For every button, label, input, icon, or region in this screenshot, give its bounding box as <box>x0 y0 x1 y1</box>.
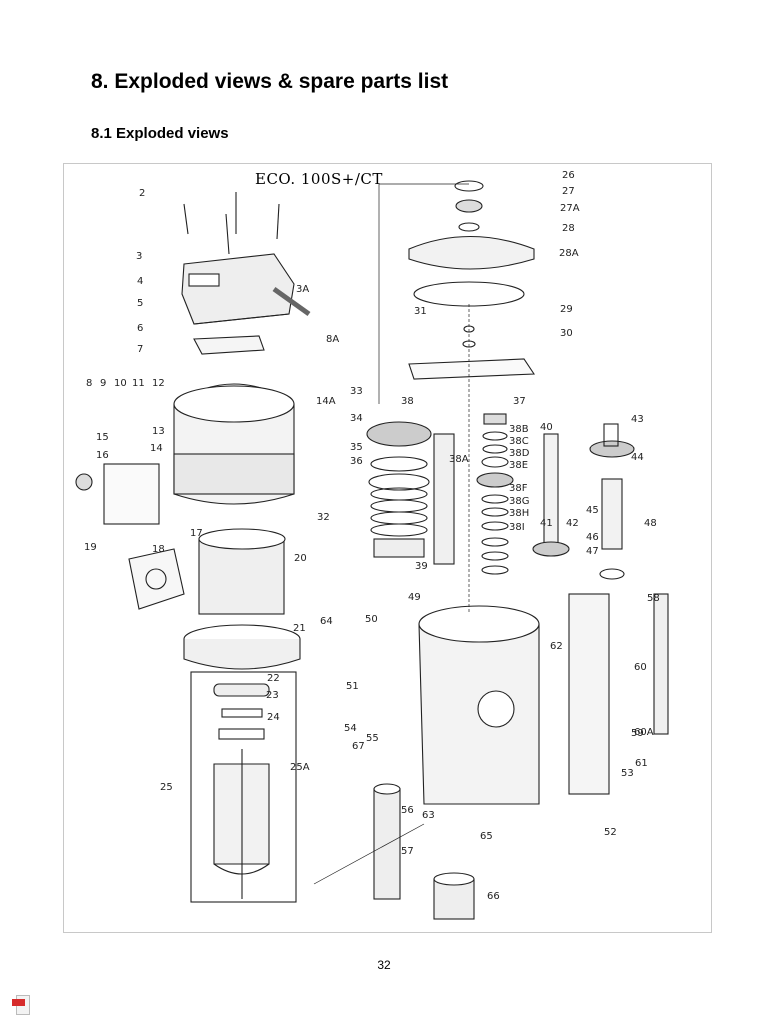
part-callout-38D: 38D <box>509 448 530 459</box>
part-callout-54: 54 <box>344 723 357 734</box>
part-callout-25A: 25A <box>290 762 310 773</box>
part-callout-26: 26 <box>562 170 575 181</box>
part-callout-38G: 38G <box>509 496 529 507</box>
part-callout-40: 40 <box>540 422 553 433</box>
part-callout-43: 43 <box>631 414 644 425</box>
part-callout-3: 3 <box>136 251 142 262</box>
part-callout-3A: 3A <box>296 284 309 295</box>
part-callout-8: 8 <box>86 378 92 389</box>
part-callout-27: 27 <box>562 186 575 197</box>
part-callout-50: 50 <box>365 614 378 625</box>
part-callout-38: 38 <box>401 396 414 407</box>
part-callout-49: 49 <box>408 592 421 603</box>
part-callout-4: 4 <box>137 276 143 287</box>
part-callout-24: 24 <box>267 712 280 723</box>
page-title: 8. Exploded views & spare parts list <box>91 70 449 93</box>
part-callout-38I: 38I <box>509 522 525 533</box>
part-callout-56: 56 <box>401 805 414 816</box>
part-callout-53: 53 <box>621 768 634 779</box>
part-callout-9: 9 <box>100 378 106 389</box>
part-callout-39: 39 <box>415 561 428 572</box>
part-callout-28A: 28A <box>559 248 579 259</box>
part-callout-10: 10 <box>114 378 127 389</box>
part-callout-17: 17 <box>190 528 203 539</box>
part-callout-60A: 60A <box>634 727 654 738</box>
part-callout-64: 64 <box>320 616 333 627</box>
part-callout-55: 55 <box>366 733 379 744</box>
part-callout-30: 30 <box>560 328 573 339</box>
part-callout-38H: 38H <box>509 508 529 519</box>
part-callout-58: 58 <box>647 593 660 604</box>
part-callout-6: 6 <box>137 323 143 334</box>
part-callout-28: 28 <box>562 223 575 234</box>
part-callout-41: 41 <box>540 518 553 529</box>
part-callout-36: 36 <box>350 456 363 467</box>
part-callout-5: 5 <box>137 298 143 309</box>
part-callout-48: 48 <box>644 518 657 529</box>
part-callout-34: 34 <box>350 413 363 424</box>
part-callout-31: 31 <box>414 306 427 317</box>
part-callout-32: 32 <box>317 512 330 523</box>
part-callout-38C: 38C <box>509 436 529 447</box>
part-callout-2: 2 <box>139 188 145 199</box>
part-callout-37: 37 <box>513 396 526 407</box>
part-callout-38F: 38F <box>509 483 528 494</box>
part-callout-7: 7 <box>137 344 143 355</box>
model-label: ECO. 100S+/CT <box>255 170 383 188</box>
part-callout-35: 35 <box>350 442 363 453</box>
part-callout-38A: 38A <box>449 454 469 465</box>
part-callout-18: 18 <box>152 544 165 555</box>
part-callout-42: 42 <box>566 518 579 529</box>
part-callout-52: 52 <box>604 827 617 838</box>
part-callout-47: 47 <box>586 546 599 557</box>
part-callout-21: 21 <box>293 623 306 634</box>
part-callout-38B: 38B <box>509 424 529 435</box>
part-callout-46: 46 <box>586 532 599 543</box>
part-callout-14: 14 <box>150 443 163 454</box>
part-callout-66: 66 <box>487 891 500 902</box>
pdf-file-icon <box>12 995 32 1019</box>
part-callout-57: 57 <box>401 846 414 857</box>
section-title: 8.1 Exploded views <box>91 125 229 142</box>
page-number: 32 <box>377 958 391 972</box>
part-callout-59: 59 <box>631 728 644 739</box>
part-callout-25: 25 <box>160 782 173 793</box>
part-callout-15: 15 <box>96 432 109 443</box>
part-callout-8A: 8A <box>326 334 339 345</box>
part-callout-27A: 27A <box>560 203 580 214</box>
part-callout-33: 33 <box>350 386 363 397</box>
part-callout-62: 62 <box>550 641 563 652</box>
part-callout-14A: 14A <box>316 396 336 407</box>
part-callout-51: 51 <box>346 681 359 692</box>
part-callout-13: 13 <box>152 426 165 437</box>
part-callout-23: 23 <box>266 690 279 701</box>
part-callout-12: 12 <box>152 378 165 389</box>
part-callout-61: 61 <box>635 758 648 769</box>
part-callout-65: 65 <box>480 831 493 842</box>
part-callout-38E: 38E <box>509 460 528 471</box>
part-callout-63: 63 <box>422 810 435 821</box>
part-callout-19: 19 <box>84 542 97 553</box>
part-callout-60: 60 <box>634 662 647 673</box>
part-callout-44: 44 <box>631 452 644 463</box>
exploded-view-drawing: 233A456788A9101112131414A151617181920212… <box>75 170 669 920</box>
part-callout-22: 22 <box>267 673 280 684</box>
part-callout-20: 20 <box>294 553 307 564</box>
part-callout-45: 45 <box>586 505 599 516</box>
part-callout-11: 11 <box>132 378 145 389</box>
part-callout-16: 16 <box>96 450 109 461</box>
part-callout-29: 29 <box>560 304 573 315</box>
part-callout-67: 67 <box>352 741 365 752</box>
